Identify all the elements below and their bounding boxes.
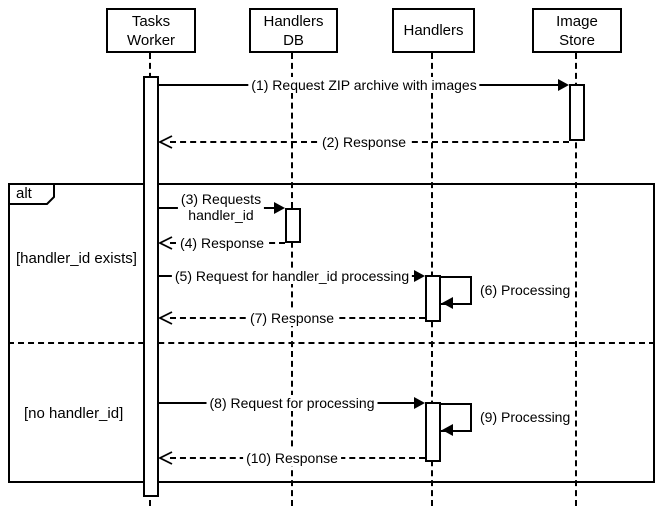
message-2-label: (2) Response [318,134,410,150]
message-8-label: (8) Request for processing [206,395,378,411]
actor-tasks-worker: Tasks Worker [106,8,196,53]
message-3-arrowhead-icon [274,202,285,214]
message-6-label: (6) Processing [480,282,571,298]
alt-operator-label: alt [16,185,32,202]
alt-frame [8,183,655,483]
actor-handlers: Handlers [392,8,475,53]
guard-handler-id-exists: [handler_id exists] [16,250,137,267]
message-4-open-arrowhead-icon [158,236,173,250]
message-1-arrowhead-icon [558,79,569,91]
activation-handlers-1 [425,275,441,322]
actor-label: DB [283,31,304,49]
actor-label: Handlers [263,12,324,30]
activation-handlers-db [285,208,301,243]
message-7-open-arrowhead-icon [158,311,173,325]
message-2-open-arrowhead-icon [158,135,173,149]
message-9-self-loop [441,403,472,432]
message-7-label: (7) Response [246,310,338,326]
lifeline-image-store [575,53,577,506]
actor-label: Image [556,12,598,30]
actor-handlers-db: Handlers DB [249,8,338,53]
message-6-arrowhead-icon [442,297,453,309]
alt-operator-pentagon [8,183,55,205]
message-10-label: (10) Response [243,450,341,466]
activation-image-store [569,84,585,141]
alt-frame-divider [8,342,655,344]
message-6-self-loop [441,276,472,305]
message-8-arrowhead-icon [414,397,425,409]
actor-label: Handlers [403,22,464,39]
actor-label: Store [559,31,595,49]
message-10-open-arrowhead-icon [158,451,173,465]
message-4-label: (4) Response [176,235,268,251]
actor-label: Worker [126,31,176,49]
guard-no-handler-id: [no handler_id] [24,405,124,422]
activation-handlers-2 [425,402,441,462]
message-1-label: (1) Request ZIP archive with images [248,77,480,93]
activation-tasks-worker [143,76,159,497]
actor-image-store: Image Store [532,8,622,53]
message-5-label: (5) Request for handler_id processing [171,268,413,284]
actor-label: Tasks [131,12,171,30]
message-5-arrowhead-icon [414,270,425,282]
message-9-arrowhead-icon [442,424,453,436]
message-9-label: (9) Processing [480,409,571,425]
